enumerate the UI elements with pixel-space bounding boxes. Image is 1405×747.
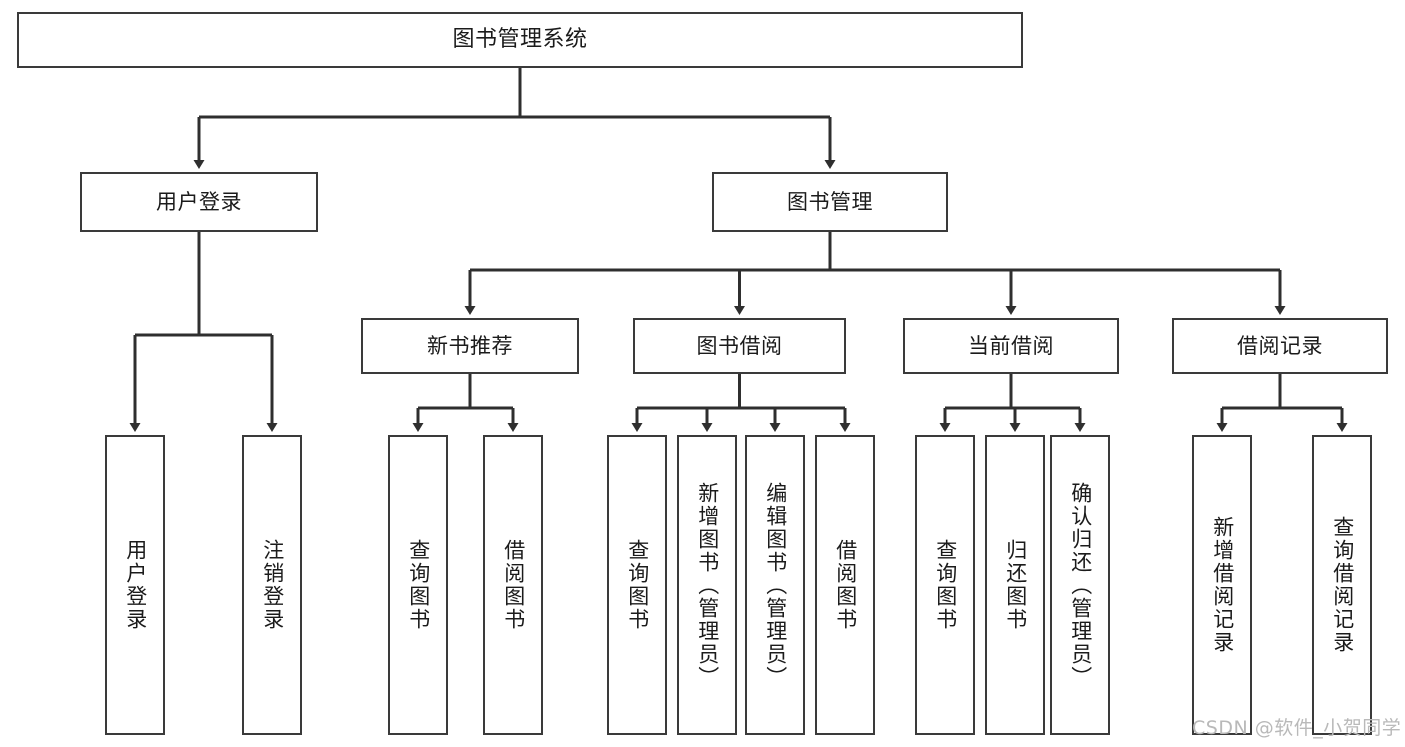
node-label: 编辑图书（管理员） (763, 481, 788, 689)
watermark-label: CSDN @软件_小贺同学 (1192, 717, 1402, 739)
node-user_login: 用户登录 (80, 172, 318, 232)
node-new_books: 新书推荐 (361, 318, 579, 374)
node-label: 查询借阅记录 (1330, 516, 1355, 654)
node-label: 查询图书 (406, 539, 431, 631)
node-leaf_confirm: 确认归还（管理员） (1050, 435, 1110, 735)
node-leaf_query_rec: 查询借阅记录 (1312, 435, 1372, 735)
node-leaf_query_bb: 查询图书 (607, 435, 667, 735)
node-label: 图书借阅 (696, 333, 783, 358)
node-label: 借阅图书 (833, 539, 858, 631)
node-label: 查询图书 (625, 539, 650, 631)
node-label: 用户登录 (156, 189, 242, 214)
node-label: 图书管理 (787, 189, 873, 214)
node-label: 确认归还（管理员） (1068, 481, 1093, 689)
node-leaf_borrow_nb: 借阅图书 (483, 435, 543, 735)
node-label: 查询图书 (933, 539, 958, 631)
node-label: 当前借阅 (968, 333, 1054, 358)
node-leaf_borrow_bb: 借阅图书 (815, 435, 875, 735)
node-label: 新书推荐 (427, 333, 513, 358)
node-leaf_query_nb: 查询图书 (388, 435, 448, 735)
node-label: 归还图书 (1003, 539, 1028, 631)
node-leaf_add_book: 新增图书（管理员） (677, 435, 737, 735)
node-label: 用户登录 (123, 539, 148, 631)
node-leaf_query_cb: 查询图书 (915, 435, 975, 735)
node-book_mgmt: 图书管理 (712, 172, 948, 232)
node-label: 图书管理系统 (452, 27, 588, 53)
node-label: 借阅记录 (1237, 333, 1323, 358)
node-label: 注销登录 (260, 539, 285, 631)
node-borrow_books: 图书借阅 (633, 318, 846, 374)
node-leaf_logout: 注销登录 (242, 435, 302, 735)
node-leaf_return: 归还图书 (985, 435, 1045, 735)
node-label: 借阅图书 (501, 539, 526, 631)
node-label: 新增借阅记录 (1210, 516, 1235, 654)
node-current_borrow: 当前借阅 (903, 318, 1119, 374)
node-label: 新增图书（管理员） (695, 481, 720, 689)
node-borrow_record: 借阅记录 (1172, 318, 1388, 374)
node-leaf_login: 用户登录 (105, 435, 165, 735)
node-leaf_edit_book: 编辑图书（管理员） (745, 435, 805, 735)
node-leaf_add_rec: 新增借阅记录 (1192, 435, 1252, 735)
node-root: 图书管理系统 (17, 12, 1023, 68)
